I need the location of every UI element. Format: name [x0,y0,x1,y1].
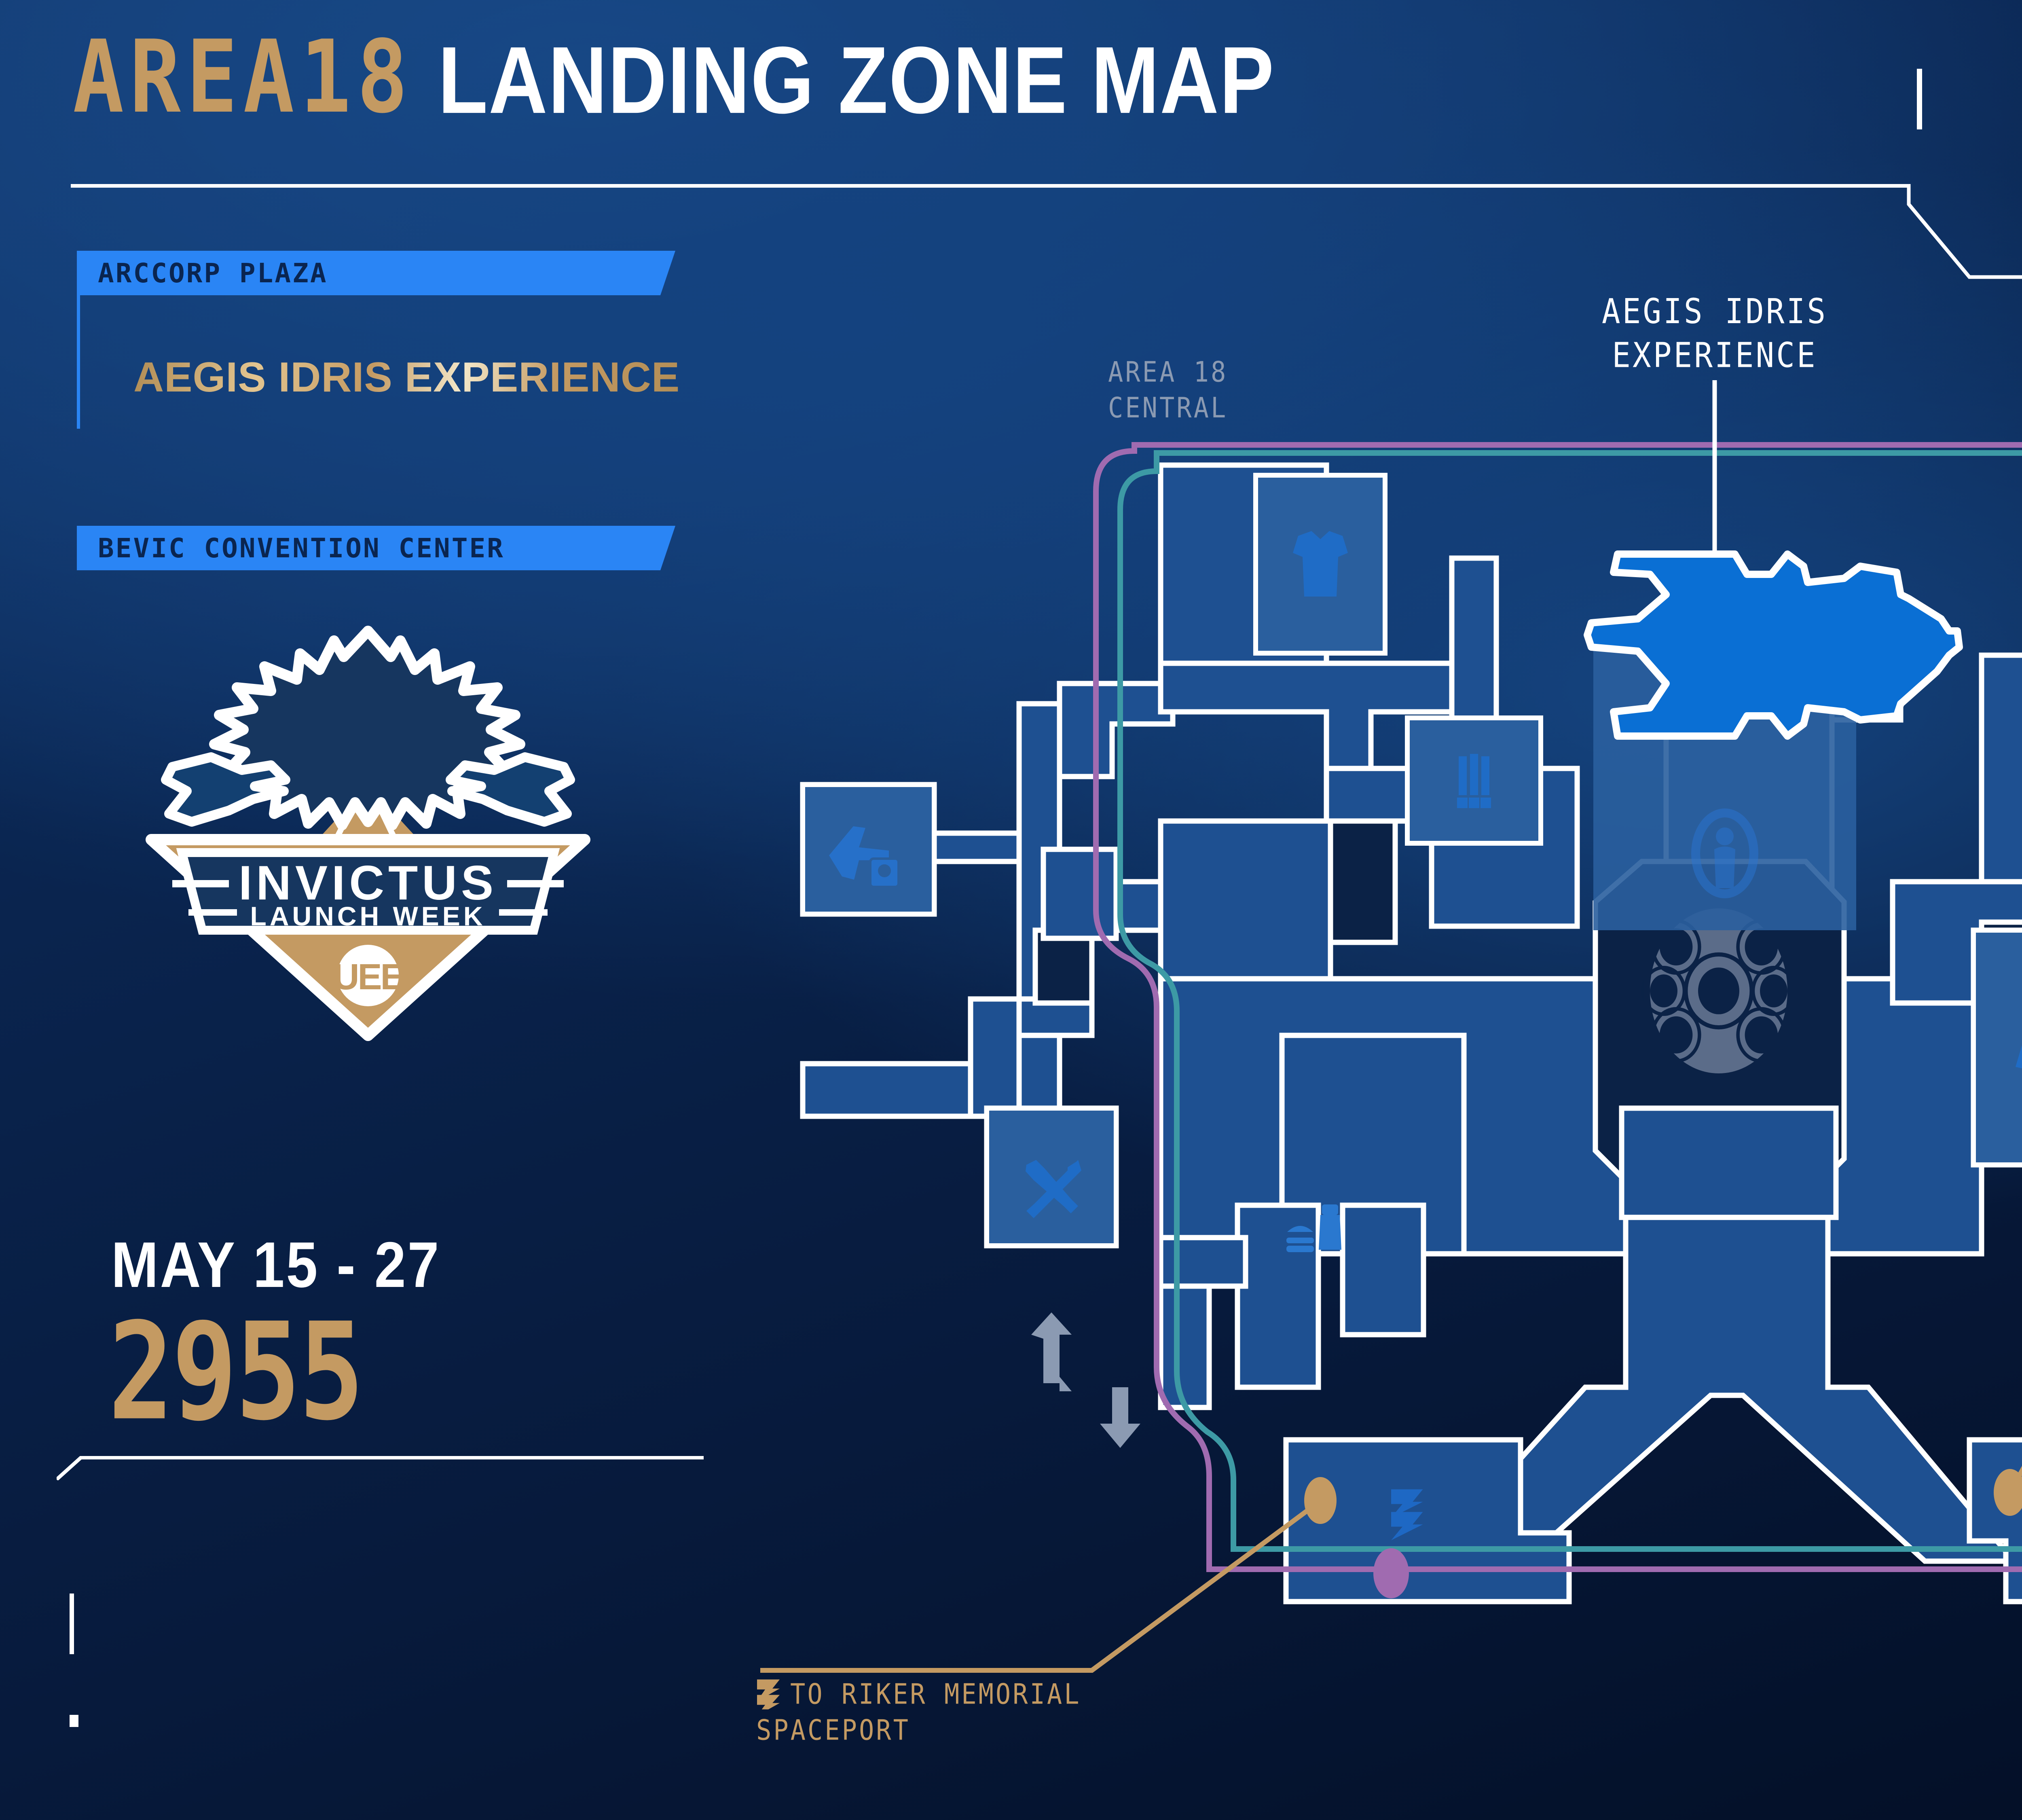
transit-icon [756,1642,781,1716]
plate-repair-shop [984,1106,1119,1248]
footer-tick-dot [70,1715,78,1727]
ribbon-arccorp-plaza[interactable]: ARCCORP PLAZA [77,251,675,295]
food-drink-icon [1286,1204,1341,1252]
trading-terminal-icon [2016,1045,2022,1069]
event-date-range: MAY 15 - 27 [111,1228,441,1301]
info-kiosk-icon [1691,808,1758,898]
header-tick-mark [1917,69,1922,129]
gold-leader-lines [760,1494,1328,1673]
arrow-down-south [1100,1387,1140,1448]
map-shop-plates [800,473,2022,1248]
purple-transit-line [1093,442,2022,1572]
arrow-up-south [1051,1355,1072,1391]
uee-crest-icon: UEE [333,945,405,1006]
ship-sales-icon [829,826,900,888]
feature-heading-aegis-idris-experience: AEGIS IDRIS EXPERIENCE [133,356,700,399]
transit-direction-arrows [1031,1312,1140,1448]
arrow-up-south-b [1031,1312,1072,1383]
invictus-launch-week-logo: INVICTUS LAUNCH WEEK UEE [133,582,603,1052]
plate-ship-sales [800,782,937,916]
logo-subtitle: LAUNCH WEEK [250,901,486,931]
plate-info-kiosk [1593,647,1856,930]
repair-shop-icon [1026,1160,1081,1218]
ribbon-bevic-convention-center[interactable]: BEVIC CONVENTION CENTER [77,526,675,570]
page-title-accent: AREA18 [73,18,414,135]
to-riker-text: TO RIKER MEMORIAL SPACEPORT [756,1677,1081,1747]
map-transit-platform-plates [1391,1489,1423,1541]
clothing-shop-icon [1293,531,1348,597]
plate-clothing-shop [1253,473,1387,656]
map-poi-icons [829,531,2022,1252]
gear-sphere-icon [1641,908,1796,1073]
logo-fighter-right [446,752,575,827]
page-title-main: LANDING ZONE MAP [438,27,1275,133]
footer-corner-bracket [57,1456,704,1480]
teal-transit-line [1117,450,2022,1552]
map-label-to-riker-memorial-spaceport: TO RIKER MEMORIAL SPACEPORT [756,1606,1081,1748]
dot-to-bevic [1994,1469,2022,1516]
map-concourse-x [1158,1105,2022,1604]
svg-text:UEE: UEE [333,957,403,997]
ribbon-stem [77,295,80,429]
stop-purple-south [1373,1548,1409,1598]
logo-explosion-burst [209,626,525,830]
aegis-idris-ship-shape [1584,550,1963,740]
plate-trading-terminal [1971,928,2022,1167]
map-label-area18-central: AREA 18 CENTRAL [1108,355,1228,425]
dot-to-riker [1304,1477,1337,1524]
logo-fighter-left [161,752,290,827]
header-corner-bracket [1907,184,2022,279]
weapons-shop-icon [1457,754,1491,808]
map-floorplan-arccorp-plaza [800,462,2022,1257]
event-year: 2955 [108,1294,364,1451]
plate-weapons-shop [1405,715,1543,846]
gold-leader-end-dots [1304,1469,2022,1524]
map-admin-octagon [1593,859,1847,1200]
header-underline [71,184,1909,188]
map-label-aegis-idris-experience: AEGIS IDRIS EXPERIENCE [1601,291,1828,376]
logo-wordmark: INVICTUS [239,856,497,910]
footer-tick-stem [70,1594,74,1654]
transit-stop-markers [1373,1548,1409,1598]
